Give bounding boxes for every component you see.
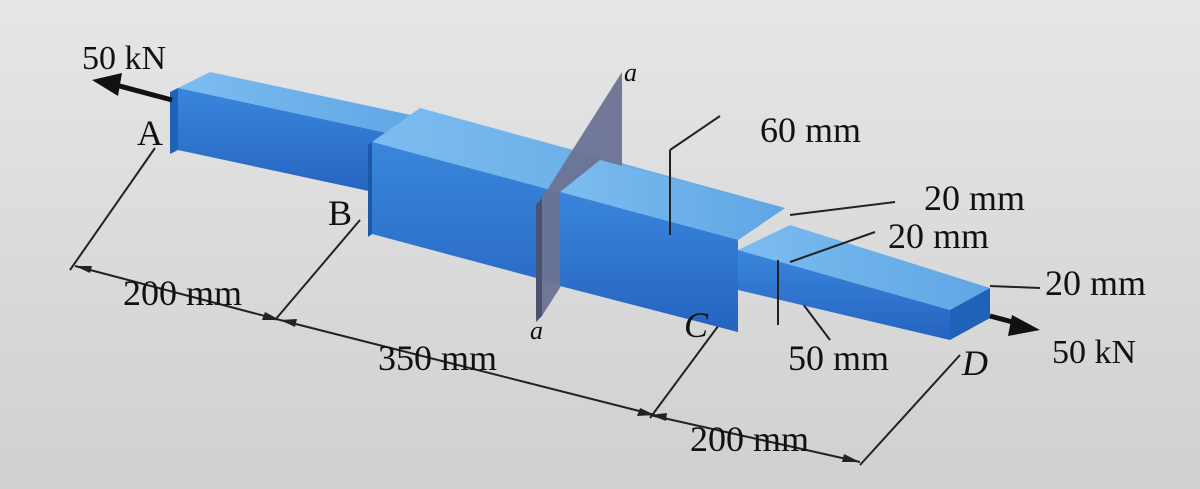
arrow-ab-right: [262, 312, 280, 320]
dimension-lines: [69, 147, 961, 466]
force-arrow-left-head: [92, 73, 122, 96]
arrow-cd-left: [650, 413, 667, 421]
dimension-arrows: [75, 266, 860, 462]
point-label-d: D: [962, 343, 988, 383]
dim-label-20mm-second: 20 mm: [888, 216, 990, 256]
ext-line-c: [649, 309, 731, 419]
bar-segment-cd: [738, 225, 990, 340]
marker-20mm-b: [789, 231, 876, 263]
arrow-ab-left: [75, 266, 92, 273]
force-arrow-left-shaft: [111, 81, 173, 103]
segment-bc-step: [368, 142, 372, 237]
dim-label-200mm-cd: 200 mm: [690, 419, 810, 459]
load-label-left: 50 kN: [82, 40, 167, 77]
segment-ab-top: [178, 72, 425, 134]
point-label-a: A: [137, 113, 163, 153]
arrow-cd-right: [842, 454, 860, 462]
segment-cd-front: [738, 250, 950, 340]
segment-ab-end: [170, 88, 178, 154]
ext-line-d: [859, 354, 961, 466]
dim-label-350mm: 350 mm: [378, 338, 498, 378]
segment-cd-end: [950, 288, 990, 340]
arrow-bc-right: [637, 408, 655, 416]
dim-line-bc: [279, 319, 656, 416]
section-label-bottom: a: [530, 316, 543, 345]
force-arrows: [92, 73, 1040, 336]
dim-label-60mm: 60 mm: [760, 110, 862, 150]
point-label-c: C: [684, 305, 709, 345]
marker-20mm-a: [789, 201, 896, 216]
bar-segment-bc-front-overlay: [560, 160, 785, 332]
leader-50mm: [799, 299, 831, 341]
force-arrow-right-head: [1008, 315, 1040, 336]
segment-bc-top-right: [560, 160, 785, 240]
bar-segment-ab: [170, 72, 425, 196]
dim-label-200mm-ab: 200 mm: [123, 273, 243, 313]
segment-cd-top: [738, 225, 990, 310]
segment-ab-front: [178, 88, 392, 196]
dim-label-20mm-end: 20 mm: [1045, 263, 1147, 303]
dim-label-50mm: 50 mm: [788, 338, 890, 378]
ext-line-a: [69, 147, 156, 271]
marker-20mm-end: [989, 285, 1041, 289]
dim-line-cd: [649, 414, 861, 463]
dim-label-20mm-first: 20 mm: [924, 178, 1026, 218]
point-label-b: B: [328, 193, 353, 233]
section-label-top: a: [624, 58, 637, 87]
dim-line-ab: [74, 265, 281, 321]
plane-edge: [536, 198, 542, 322]
marker-60mm-diag: [669, 115, 721, 151]
arrow-bc-left: [280, 319, 297, 327]
ext-line-b: [274, 219, 361, 321]
segment-bc-front-right: [560, 192, 738, 332]
size-markers: [669, 115, 1041, 325]
load-label-right: 50 kN: [1052, 334, 1137, 371]
